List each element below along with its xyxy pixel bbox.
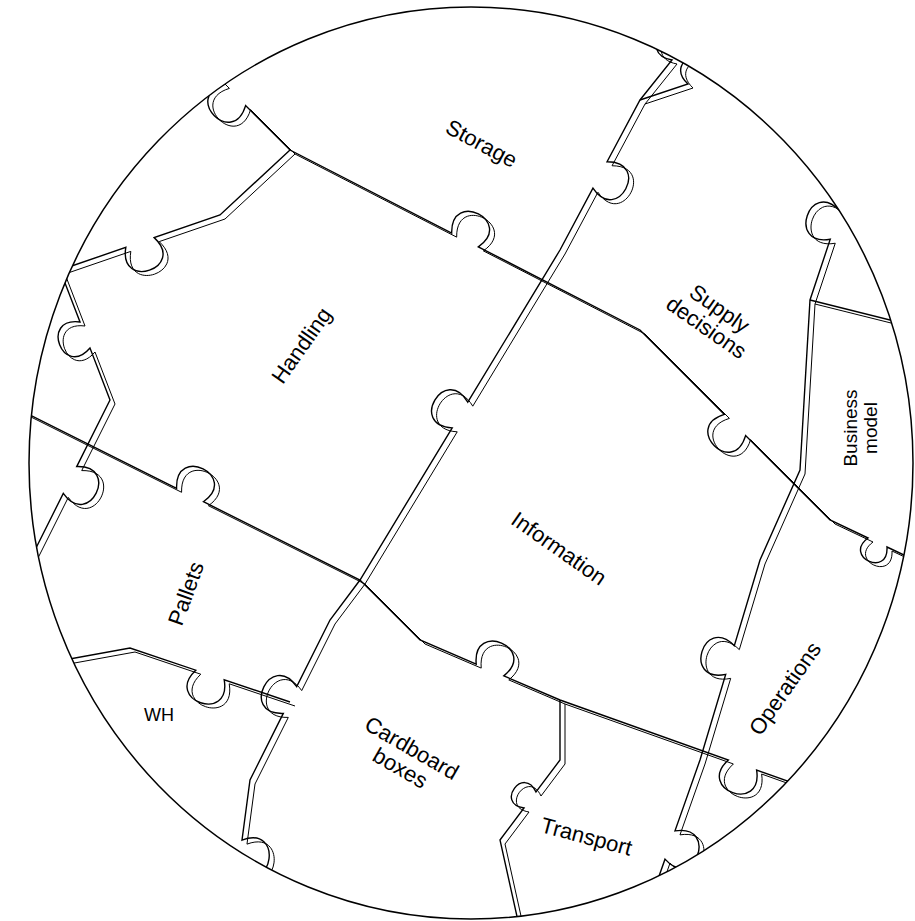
piece-label: Information [506,506,611,589]
puzzle-piece: Cardboard boxes [341,705,471,810]
piece-label: Operations [744,636,826,739]
piece-edge-shadow [185,44,915,569]
piece-label: WH [143,706,175,725]
piece-label: Supply decisions [661,272,764,364]
piece-edge-shadow [645,64,905,921]
piece-edge [180,40,915,565]
puzzle-seams [20,0,915,921]
piece-label: Storage [441,114,522,171]
piece-edge [20,410,915,830]
piece-edge-shadow [505,704,565,921]
piece-edge [230,0,720,921]
puzzle-piece: Operations [740,632,830,744]
piece-edge-shadow [645,60,865,154]
piece-label: Transport [537,813,635,860]
piece-edge-shadow [815,304,915,334]
puzzle-piece: WH [140,703,178,728]
piece-label: Handling [266,302,336,388]
piece-edge [20,648,290,704]
piece-edge [20,220,110,560]
piece-edge-shadow [25,414,915,834]
piece-edge-shadow [235,4,725,921]
piece-label: Business model [841,385,881,471]
puzzle-piece: Handling [262,298,340,392]
piece-label: Cardboard boxes [345,710,467,807]
piece-label: Pallets [164,557,209,629]
piece-edge-shadow [25,224,115,564]
puzzle-piece: Pallets [160,553,213,632]
piece-edge [640,56,860,150]
puzzle-piece: Storage [437,110,526,176]
piece-edge [500,700,560,921]
piece-edge [810,300,915,330]
puzzle-piece: Supply decisions [657,268,769,368]
puzzle-piece: Business model [838,382,884,474]
piece-edge-shadow [25,652,295,708]
globe-outline [29,7,913,919]
piece-edge [640,60,900,921]
puzzle-piece: Transport [533,809,638,863]
piece-edge [60,150,290,271]
puzzle-piece: Information [502,502,615,593]
